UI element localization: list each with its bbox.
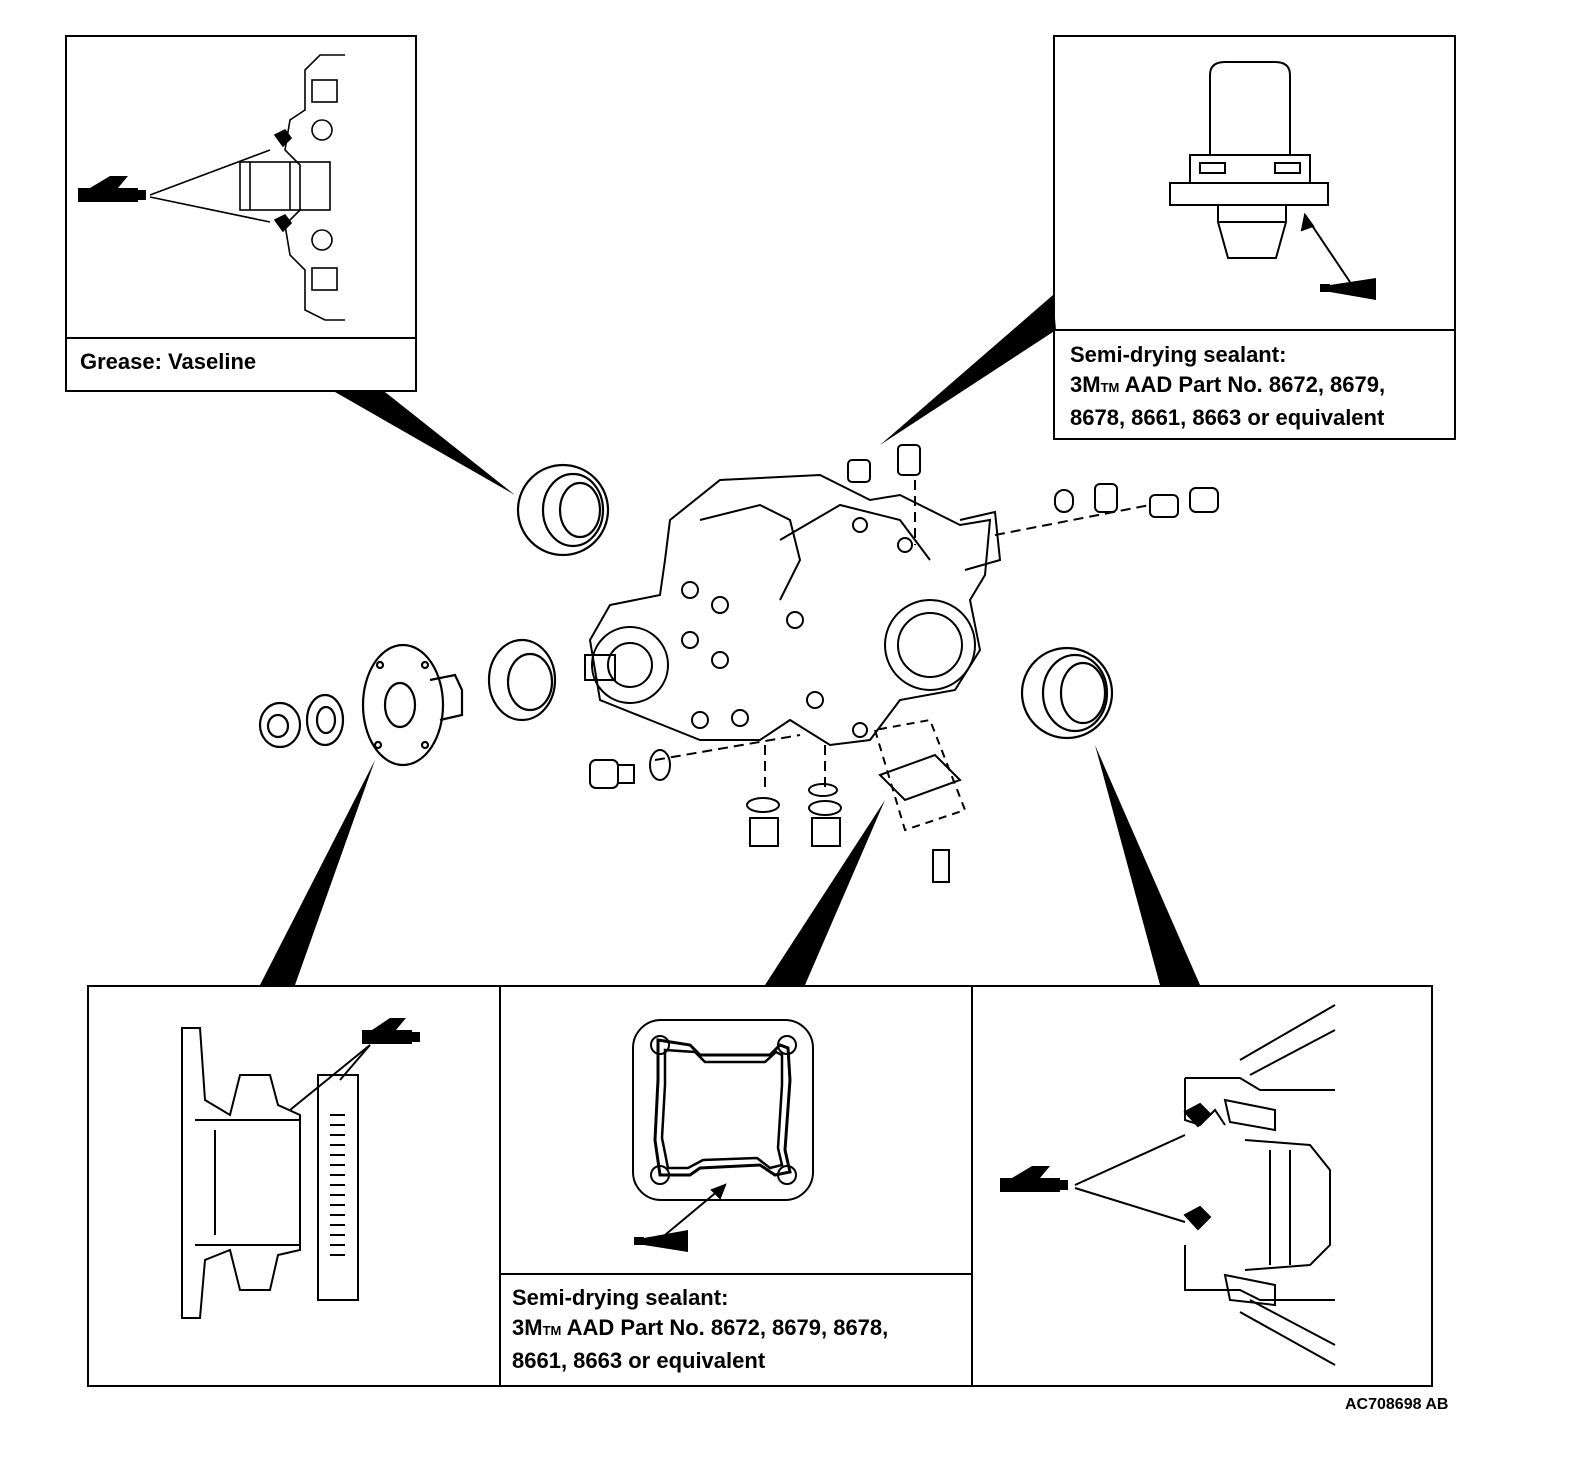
sealant-tube-icon bbox=[1320, 278, 1376, 300]
top-right-caption: Semi-drying sealant: 3MTM AAD Part No. 8… bbox=[1070, 340, 1385, 433]
detail-top-left bbox=[149, 54, 345, 321]
callout-top-right bbox=[1053, 35, 1456, 440]
bottom-center-brand: 3M bbox=[512, 1315, 543, 1340]
oil-seal-front bbox=[487, 638, 557, 722]
grease-gun-icon bbox=[1000, 1166, 1068, 1192]
top-right-caption-line1: Semi-drying sealant: bbox=[1070, 342, 1287, 367]
grease-gun-icon bbox=[78, 176, 146, 202]
callout-top-left-divider bbox=[67, 337, 415, 339]
callout-top-left bbox=[65, 35, 417, 392]
bottom-center-caption-line1: Semi-drying sealant: bbox=[512, 1285, 729, 1310]
bottom-center-brand-tm: TM bbox=[542, 1323, 562, 1338]
top-right-brand-tm: TM bbox=[1100, 380, 1120, 395]
bottom-divider-left bbox=[499, 987, 501, 1385]
detail-bottom-left bbox=[181, 1027, 371, 1319]
sealant-tube-icon bbox=[634, 1230, 688, 1252]
pointer-bottom-left bbox=[260, 760, 375, 985]
nut-front bbox=[258, 701, 302, 749]
pointer-bottom-right bbox=[1095, 745, 1200, 985]
detail-bottom-center bbox=[632, 1019, 814, 1236]
oil-seal-right bbox=[1020, 646, 1114, 740]
bottom-center-caption: Semi-drying sealant: 3MTM AAD Part No. 8… bbox=[512, 1283, 888, 1376]
companion-flange bbox=[361, 643, 464, 767]
reference-code: AC708698 AB bbox=[1345, 1396, 1449, 1413]
pointer-bottom-center bbox=[765, 800, 885, 985]
bottom-center-caption-line2: 3MTM AAD Part No. 8672, 8679, 8678, bbox=[512, 1313, 888, 1346]
washer-front bbox=[305, 693, 345, 747]
top-right-caption-line3: 8678, 8661, 8663 or equivalent bbox=[1070, 405, 1385, 430]
pointer-top-right bbox=[880, 295, 1056, 445]
plugs bbox=[589, 444, 1219, 883]
grease-vaseline-label: Grease: Vaseline bbox=[80, 349, 257, 374]
bottom-center-caption-line3: 8661, 8663 or equivalent bbox=[512, 1348, 766, 1373]
grease-gun-icon bbox=[362, 1018, 420, 1044]
bottom-center-caption-divider bbox=[499, 1273, 973, 1275]
detail-bottom-right bbox=[1074, 1004, 1336, 1366]
top-right-brand: 3M bbox=[1070, 372, 1101, 397]
callout-top-right-divider bbox=[1055, 329, 1454, 331]
cover-gasket-small bbox=[878, 753, 962, 802]
bottom-divider-right bbox=[971, 987, 973, 1385]
differential-assembly bbox=[584, 473, 1151, 832]
top-right-caption-line2: 3MTM AAD Part No. 8672, 8679, bbox=[1070, 370, 1385, 403]
detail-top-right bbox=[1169, 61, 1351, 283]
callout-bottom-panel bbox=[87, 985, 1433, 1387]
oil-seal-top bbox=[516, 463, 610, 557]
top-right-part-numbers: AAD Part No. 8672, 8679, bbox=[1119, 372, 1386, 397]
pointer-top-left bbox=[335, 392, 515, 495]
bottom-center-part-numbers: AAD Part No. 8672, 8679, 8678, bbox=[561, 1315, 889, 1340]
